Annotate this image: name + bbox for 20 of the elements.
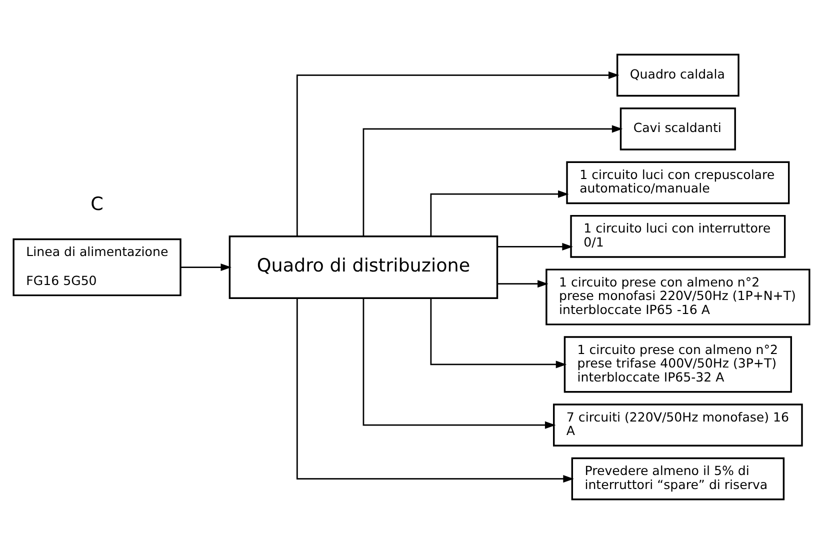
node-box: Prevedere almeno il 5% di interruttori “spare” di riserva (570, 457, 784, 500)
arrow (180, 264, 231, 272)
arrow (296, 71, 619, 236)
arrow (430, 298, 566, 368)
node-box: 1 circuito luci con interruttore 0/1 (570, 214, 786, 258)
node-box: Linea di alimentazione FG16 5G50 (12, 238, 181, 296)
node-box: 1 circuito prese con almeno n°2 prese trifase 400V/50Hz (3P+T) interbloccate IP65-32 A (563, 336, 792, 393)
arrow (496, 280, 548, 288)
arrow (362, 125, 622, 236)
arrow (496, 242, 572, 250)
arrow (362, 298, 556, 429)
arrow (296, 298, 574, 483)
node-box: Quadro caldala (616, 54, 739, 97)
node-box: Quadro di distribuzione (228, 236, 498, 300)
label: C (90, 194, 103, 215)
arrow (430, 190, 568, 236)
node-box: Cavi scaldanti (619, 107, 736, 150)
node-box: 1 circuito luci con crepuscolare automatico/manuale (566, 161, 790, 204)
node-box: 1 circuito prese con almeno n°2 prese monofasi 220V/50Hz (1P+N+T) interbloccate IP65 -16 A (545, 268, 810, 326)
node-box: 7 circuiti (220V/50Hz monofase) 16 A (552, 404, 802, 447)
